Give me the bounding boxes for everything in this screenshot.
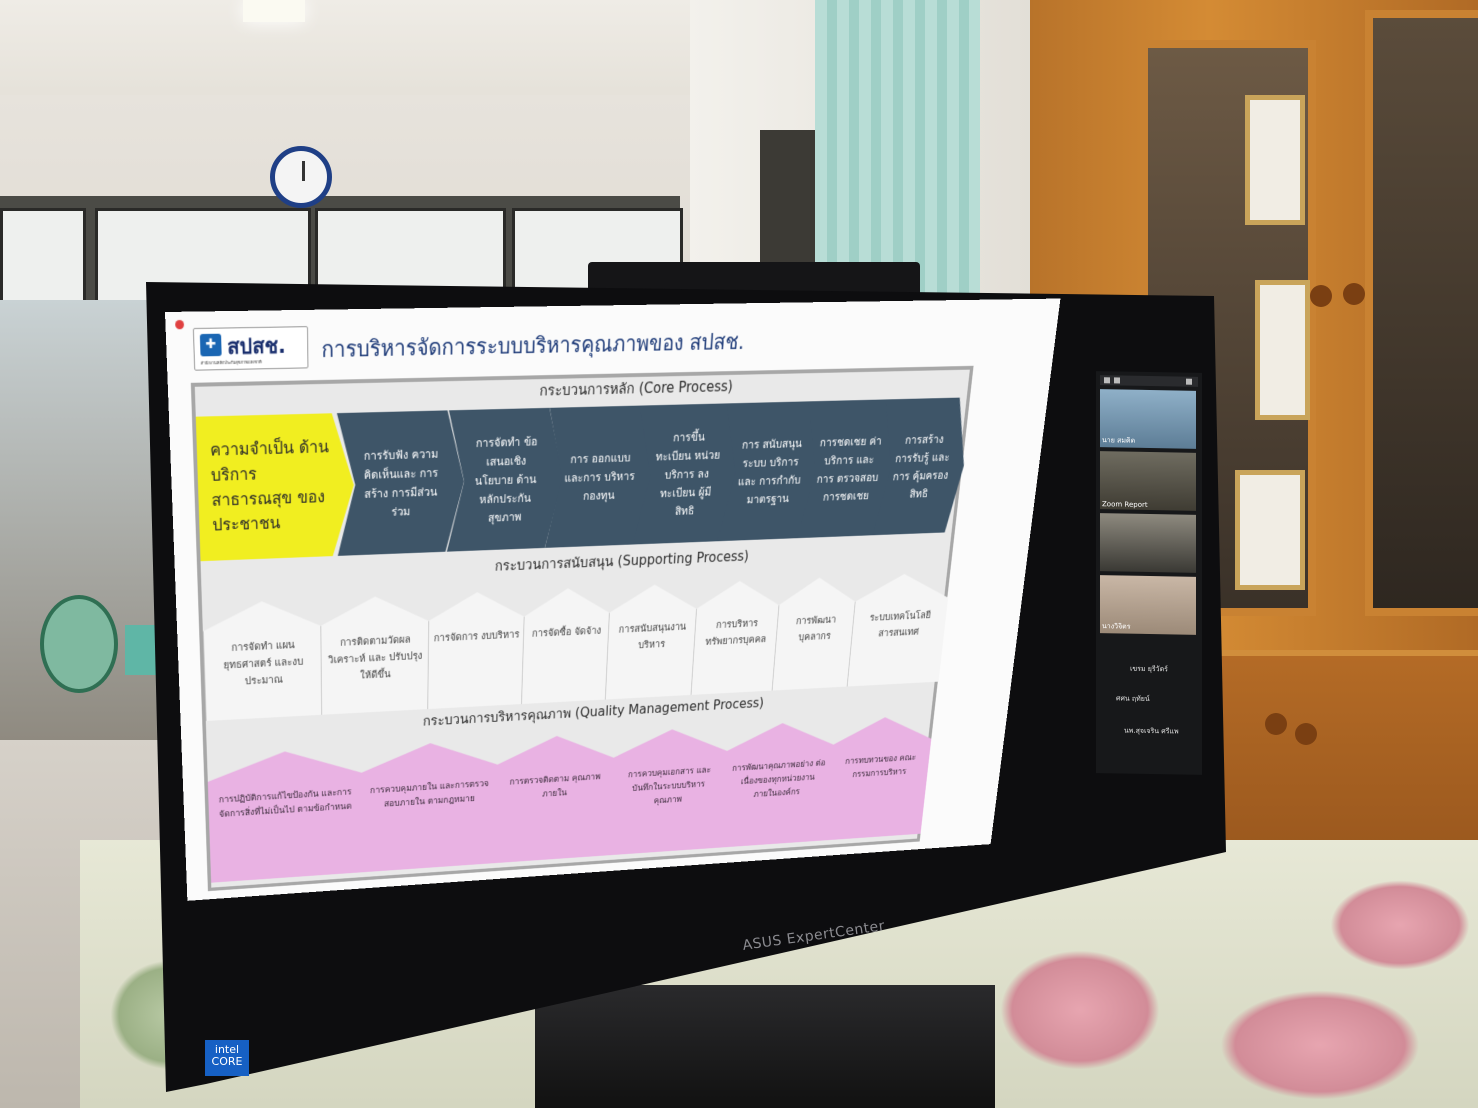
video-tile[interactable]: นาย สมคิด (1100, 389, 1196, 449)
certificate-frame (1245, 95, 1305, 225)
support-item-text: การบริหาร ทรัพยากรบุคคล (705, 617, 767, 648)
quality-item-text: การปฏิบัติการแก้ไขป้องกัน และการจัดการสิ… (218, 787, 352, 820)
participant-name[interactable]: เขรม ยุรีวัตร์ (1130, 664, 1168, 674)
core-step: การจัดทำ ข้อเสนอเชิง นโยบาย ด้าน หลักประ… (447, 407, 566, 551)
participant-name[interactable]: นพ.สุจเจริน ศรีแพ (1124, 726, 1179, 736)
support-item-text: การจัดทำ แผนยุทธศาสตร์ และงบประมาณ (223, 639, 304, 688)
quality-item-text: การตรวจติดตาม คุณภาพภายใน (509, 772, 601, 800)
video-tile[interactable] (1100, 513, 1196, 573)
need-box: ความจำเป็น ด้านบริการ สาธารณสุข ของประชา… (196, 413, 354, 561)
support-item-text: การจัดการ งบบริหาร (433, 628, 520, 645)
participant-name[interactable]: ศศน ฤทัยน์ (1116, 694, 1150, 704)
cabinet-glass (1365, 10, 1478, 616)
core-step-text: การขึ้น ทะเบียน หน่วย บริการ ลงทะเบียน ผ… (655, 430, 721, 518)
wall-clock-icon (270, 146, 332, 208)
core-step-text: การสร้าง การรับรู้ และการ คุ้มครอง สิทธิ (892, 432, 951, 501)
support-item-text: การจัดซื้อ จัดจ้าง (531, 624, 602, 640)
core-process-label: กระบวนการหลัก (Core Process) (539, 377, 734, 400)
cabinet-knob (1343, 283, 1365, 305)
intel-badge: intel CORE (205, 1040, 249, 1076)
cabinet-knob (1295, 723, 1317, 745)
cabinet-knob (1310, 285, 1332, 307)
tile-name: นาย สมคิด (1102, 436, 1136, 445)
core-step-text: การจัดทำ ข้อเสนอเชิง นโยบาย ด้าน หลักประ… (474, 434, 538, 525)
record-icon (175, 319, 185, 330)
tile-name: Zoom Report (1102, 500, 1148, 509)
curtain (815, 0, 980, 300)
core-step-text: การ สนับสนุน ระบบ บริการและ การกำกับ มาต… (737, 436, 803, 507)
monitor-stand (535, 985, 995, 1108)
certificate-frame (1255, 280, 1310, 420)
zoom-participant-panel[interactable]: นาย สมคิด Zoom Report นางวิจิตร เขรม ยุร… (1096, 371, 1202, 775)
quality-item-text: การควบคุมภายใน และการตรวจสอบภายใน ตามกฎห… (370, 779, 489, 810)
nhso-logo: ✚ สปสช. สำนักงานหลักประกันสุขภาพแห่งชาติ (192, 326, 309, 371)
logo-subtext: สำนักงานหลักประกันสุขภาพแห่งชาติ (200, 359, 262, 366)
quality-item-text: การพัฒนาคุณภาพอย่าง ต่อเนื่องของทุกหน่วย… (731, 758, 826, 800)
tablecloth-flower (1330, 880, 1470, 970)
video-tile[interactable]: นางวิจิตร (1100, 575, 1196, 635)
core-step-text: การชดเชย ค่าบริการ และการ ตรวจสอบ การชดเ… (816, 434, 883, 504)
zoom-toolbar[interactable] (1100, 375, 1198, 387)
certificate-frame (1235, 470, 1305, 590)
ceiling-lamp (243, 0, 305, 22)
logo-cross-icon: ✚ (199, 333, 222, 357)
support-item-text: ระบบเทคโนโลยี สารสนเทศ (869, 609, 932, 640)
core-step-text: การรับฟัง ความ คิดเห็นและ การสร้าง การมี… (363, 447, 439, 519)
core-step: การรับฟัง ความ คิดเห็นและ การสร้าง การมี… (337, 410, 465, 556)
cabinet-knob (1265, 713, 1287, 735)
quality-item-text: การทบทวนของ คณะกรรมการบริหาร (844, 753, 917, 780)
support-item-text: การพัฒนา บุคลากร (795, 613, 837, 643)
quality-item-text: การควบคุมเอกสาร และบันทึกในระบบบริหาร คุ… (627, 765, 712, 806)
support-item-text: การสนับสนุนงาน บริหาร (618, 620, 687, 651)
tablecloth-flower (1000, 950, 1160, 1070)
core-step-text: การ ออกแบบ และการ บริหาร กองทุน (564, 451, 636, 503)
minimize-icon[interactable] (1186, 378, 1192, 385)
slide-title: การบริหารจัดการระบบบริหารคุณภาพของ สปสช. (321, 330, 746, 364)
fan-icon (40, 595, 118, 693)
need-text: ความจำเป็น ด้านบริการ สาธารณสุข ของประชา… (209, 437, 329, 536)
support-item-text: การติดตามวัดผล วิเคราะห์ และ ปรับปรุงให้… (328, 633, 423, 682)
tablecloth-flower (1220, 990, 1420, 1100)
tile-name: นางวิจิตร (1102, 622, 1131, 631)
video-tile[interactable]: Zoom Report (1100, 451, 1196, 511)
gallery-icon[interactable] (1114, 377, 1120, 384)
view-icon[interactable] (1104, 377, 1110, 384)
slide-screen: ✚ สปสช. สำนักงานหลักประกันสุขภาพแห่งชาติ… (165, 298, 1061, 901)
